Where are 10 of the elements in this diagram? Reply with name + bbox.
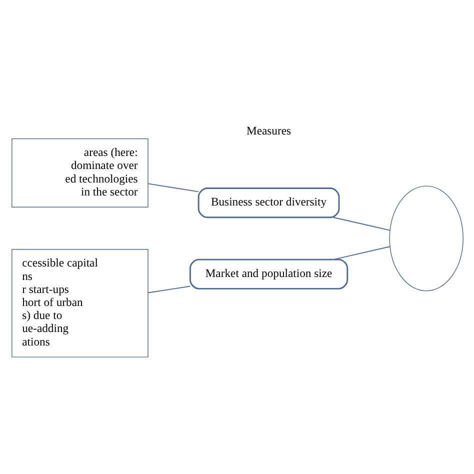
connector [332,216,390,231]
node-box: Business sector diversity [197,188,340,218]
connector [147,183,198,192]
label: Measures [246,124,291,138]
node-box: Market and population size [188,258,348,290]
connector [147,286,190,294]
node-box: areas (here: dominate over ed technologies in the sector [11,138,148,208]
node-ellipse [388,186,463,292]
node-box: ccessible capital ns r start-ups hort of urban s) due to ue-adding ations [11,249,148,358]
connector [332,246,390,260]
